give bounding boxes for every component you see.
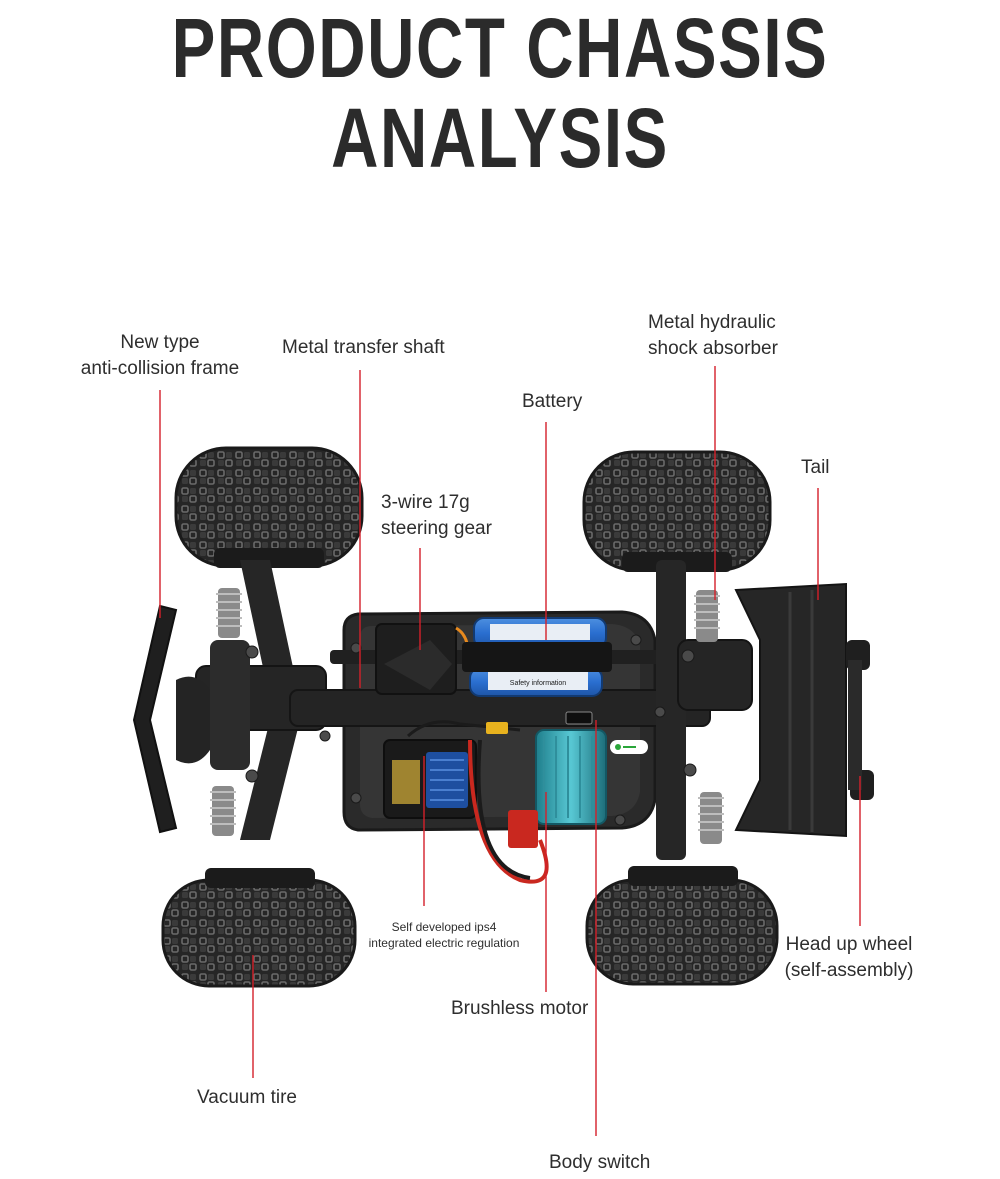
label-steering-gear: 3-wire 17g steering gear <box>381 490 492 542</box>
battery-pack: Safety information <box>462 617 612 697</box>
label-tail: Tail <box>801 457 830 478</box>
electronic-speed-controller <box>383 739 477 819</box>
rear-suspension <box>656 560 753 860</box>
label-head-up-line2: (self-assembly) <box>784 960 914 981</box>
label-metal-transfer-shaft: Metal transfer shaft <box>282 337 445 358</box>
steering-gear <box>375 623 470 695</box>
page-title-line2: ANALYSIS <box>331 91 669 185</box>
label-anti-collision-frame: New type anti-collision frame <box>60 330 260 382</box>
tire-rear-left <box>161 868 357 988</box>
label-steering-line2: steering gear <box>381 518 492 539</box>
label-brushless-motor: Brushless motor <box>451 998 589 1019</box>
label-steering-line1: 3-wire 17g <box>381 492 470 513</box>
page-title-line1: PRODUCT CHASSIS <box>171 1 829 95</box>
label-shock-absorber: Metal hydraulic shock absorber <box>648 310 778 362</box>
label-anti-collision-line1: New type <box>120 332 200 353</box>
battery-sticker-text: Safety information <box>510 680 567 687</box>
label-vacuum-tire: Vacuum tire <box>197 1087 297 1108</box>
label-head-up-line1: Head up wheel <box>785 934 913 955</box>
wiring <box>406 720 549 884</box>
label-body-switch: Body switch <box>549 1152 651 1173</box>
label-esc: Self developed ips4 integrated electric … <box>344 919 544 951</box>
label-battery: Battery <box>522 391 583 412</box>
label-esc-line2: integrated electric regulation <box>368 936 520 950</box>
anti-collision-frame <box>132 604 210 834</box>
tire-front-right <box>582 450 772 572</box>
leader-lines <box>159 366 861 1136</box>
body-switch <box>565 711 648 754</box>
tire-rear-right <box>585 866 779 986</box>
tail-wing <box>734 582 847 838</box>
tire-front-left <box>174 446 364 568</box>
label-shock-line2: shock absorber <box>648 338 778 359</box>
screws <box>245 634 697 826</box>
brushless-motor <box>535 729 607 825</box>
label-head-up-wheel: Head up wheel (self-assembly) <box>774 932 924 984</box>
label-esc-line1: Self developed ips4 <box>391 920 497 934</box>
label-shock-line1: Metal hydraulic <box>648 312 776 333</box>
head-up-wheel <box>846 640 874 800</box>
label-anti-collision-line2: anti-collision frame <box>80 358 240 379</box>
